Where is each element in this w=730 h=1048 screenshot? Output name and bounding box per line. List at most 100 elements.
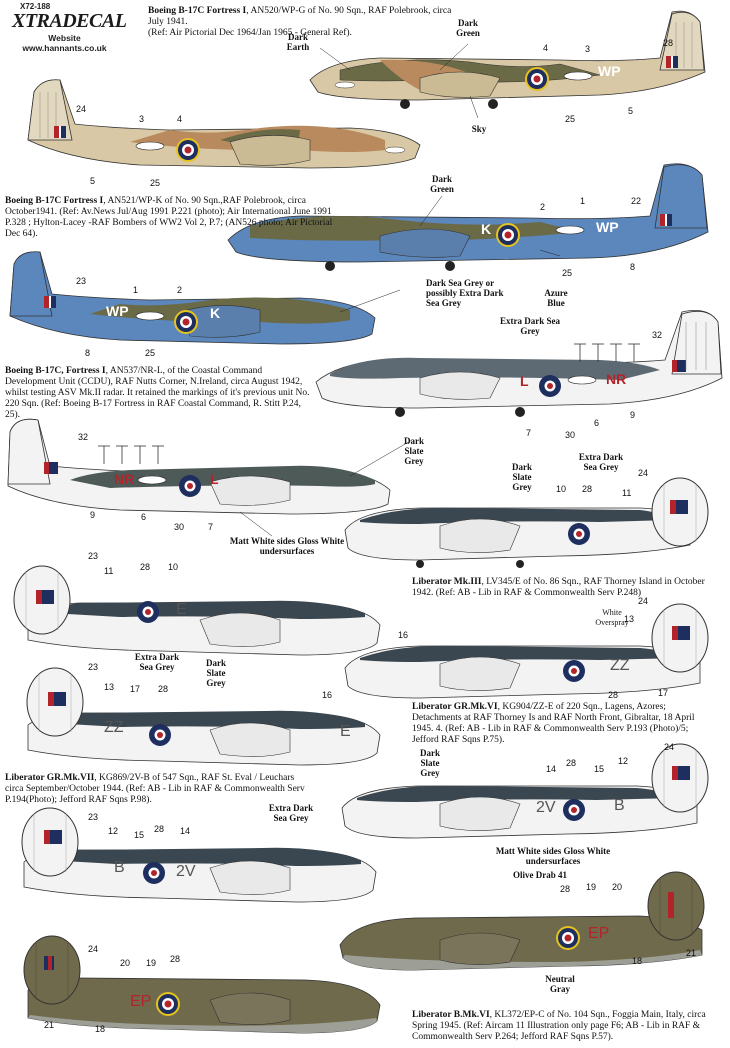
code-kg869-left-2v: 2V — [176, 863, 196, 880]
code-kl372-ep: EP — [588, 925, 610, 942]
decal-number: 7 — [208, 522, 214, 532]
decal-number: 23 — [88, 551, 99, 561]
callout-extra-dark-sea-grey-1: Extra Dark Sea Grey — [500, 316, 560, 336]
decal-number: 21 — [44, 1020, 55, 1030]
callout-extra-dark-sea-grey-2: Extra Dark Sea Grey — [578, 452, 624, 472]
decal-number: 4 — [543, 43, 549, 53]
decal-number: 19 — [146, 958, 157, 968]
decal-number: 20 — [612, 882, 623, 892]
callout-white-overspray: White Overspray — [595, 608, 629, 627]
decal-number: 3 — [139, 114, 145, 124]
decal-number: 25 — [150, 178, 161, 188]
lib-kg904-port — [26, 667, 381, 766]
decal-number: 11 — [104, 566, 114, 576]
caption-kg869: Liberator GR.Mk.VII, KG869/2V-B of 547 S… — [5, 773, 305, 805]
decal-number: 19 — [586, 882, 597, 892]
lib-lv345-starboard — [344, 477, 709, 568]
callout-sky: Sky — [471, 124, 487, 134]
decal-number: 28 — [170, 954, 181, 964]
product-number: X72-188 — [20, 2, 51, 11]
xtradecal-logo: XTRADECAL — [12, 10, 127, 32]
decal-number: 13 — [104, 682, 115, 692]
callout-matt-white-1: Matt White sides Gloss White undersurfac… — [229, 536, 345, 556]
callout-dark-slate-grey-1: Dark Slate Grey — [404, 436, 424, 466]
decal-number: 12 — [108, 826, 119, 836]
decal-number: 28 — [154, 824, 165, 834]
decal-number: 13 — [624, 614, 635, 624]
decal-number: 8 — [85, 348, 91, 358]
decal-number: 14 — [546, 764, 557, 774]
decal-number: 28 — [158, 684, 169, 694]
decal-number: 24 — [664, 742, 675, 752]
decal-number: 15 — [594, 764, 605, 774]
lib-lv345-port — [13, 565, 381, 656]
decal-number: 24 — [88, 944, 99, 954]
callout-azure-blue: Azure Blue — [544, 288, 568, 308]
decal-number: 24 — [76, 104, 87, 114]
decal-number: 10 — [168, 562, 179, 572]
decal-number: 1 — [580, 196, 586, 206]
decal-number: 4 — [177, 114, 183, 124]
decal-number: 28 — [608, 690, 619, 700]
decal-number: 28 — [566, 758, 577, 768]
brand-block: X72-188 XTRADECAL Website www.hannants.c… — [12, 2, 127, 53]
callout-extra-dark-sea-grey-3: Extra Dark Sea Grey — [134, 652, 180, 672]
decal-number: 21 — [686, 948, 697, 958]
caption-an521: Boeing B-17C Fortress I, AN521/WP-K of N… — [5, 196, 333, 239]
decal-number: 20 — [120, 958, 131, 968]
decal-number: 10 — [556, 484, 567, 494]
code-an521-k: K — [481, 221, 492, 237]
decal-number: 23 — [88, 662, 99, 672]
b17-an521-port — [9, 251, 376, 345]
b17-an520-starboard — [309, 10, 706, 109]
decal-number: 16 — [398, 630, 409, 640]
decal-number: 25 — [145, 348, 156, 358]
decal-number: 22 — [631, 196, 642, 206]
b17-an537-starboard — [315, 309, 723, 417]
decal-number: 17 — [658, 688, 669, 698]
decal-number: 8 — [630, 262, 636, 272]
decal-number: 23 — [88, 812, 99, 822]
lib-kg869-port — [21, 807, 377, 903]
code-kg869-left-b: B — [114, 859, 125, 876]
decal-number: 28 — [663, 38, 674, 48]
callout-dark-slate-grey-2: Dark Slate Grey — [512, 462, 532, 492]
lib-kg869-starboard — [341, 743, 709, 839]
callout-olive-drab: Olive Drab 41 — [513, 870, 567, 880]
code-an521-left-wp: WP — [106, 303, 129, 319]
callout-dark-slate-grey-3: Dark Slate Grey — [206, 658, 226, 688]
decal-number: 32 — [652, 330, 663, 340]
b17-an520-port — [27, 79, 421, 169]
code-lv345-e: E — [176, 601, 187, 618]
decal-number: 6 — [141, 512, 147, 522]
website-label: Website — [48, 33, 81, 43]
code-an537-left-l: L — [210, 471, 219, 487]
decal-number: 12 — [618, 756, 629, 766]
callout-extra-dark-sea-grey-4: Extra Dark Sea Grey — [268, 803, 314, 823]
website-url[interactable]: www.hannants.co.uk — [22, 43, 107, 53]
caption-an520: Boeing B-17C Fortress I, AN520/WP-G of N… — [148, 6, 452, 38]
decal-number: 3 — [585, 44, 591, 54]
decal-number: 9 — [630, 410, 636, 420]
code-kg869-2v: 2V — [536, 799, 556, 816]
code-kg904-zz: ZZ — [610, 657, 630, 674]
b17-an537-port — [7, 418, 391, 515]
decal-number: 30 — [565, 430, 576, 440]
decal-number: 24 — [638, 468, 649, 478]
caption-kl372: Liberator B.Mk.VI, KL372/EP-C of No. 104… — [412, 1010, 706, 1042]
decal-number: 9 — [90, 510, 96, 520]
code-an537-nr: NR — [606, 371, 627, 387]
decal-number: 28 — [140, 562, 151, 572]
lib-kl372-starboard — [339, 871, 705, 971]
code-kg904-left-e: E — [340, 723, 351, 740]
decal-number: 28 — [560, 884, 571, 894]
decal-number: 1 — [133, 285, 139, 295]
decal-number: 30 — [174, 522, 185, 532]
code-an537-l: L — [520, 373, 529, 389]
lib-kl372-port — [23, 935, 381, 1034]
decal-number: 18 — [632, 956, 643, 966]
decal-number: 28 — [582, 484, 593, 494]
decal-number: 14 — [180, 826, 191, 836]
callout-dark-green-2: Dark Green — [430, 174, 454, 194]
